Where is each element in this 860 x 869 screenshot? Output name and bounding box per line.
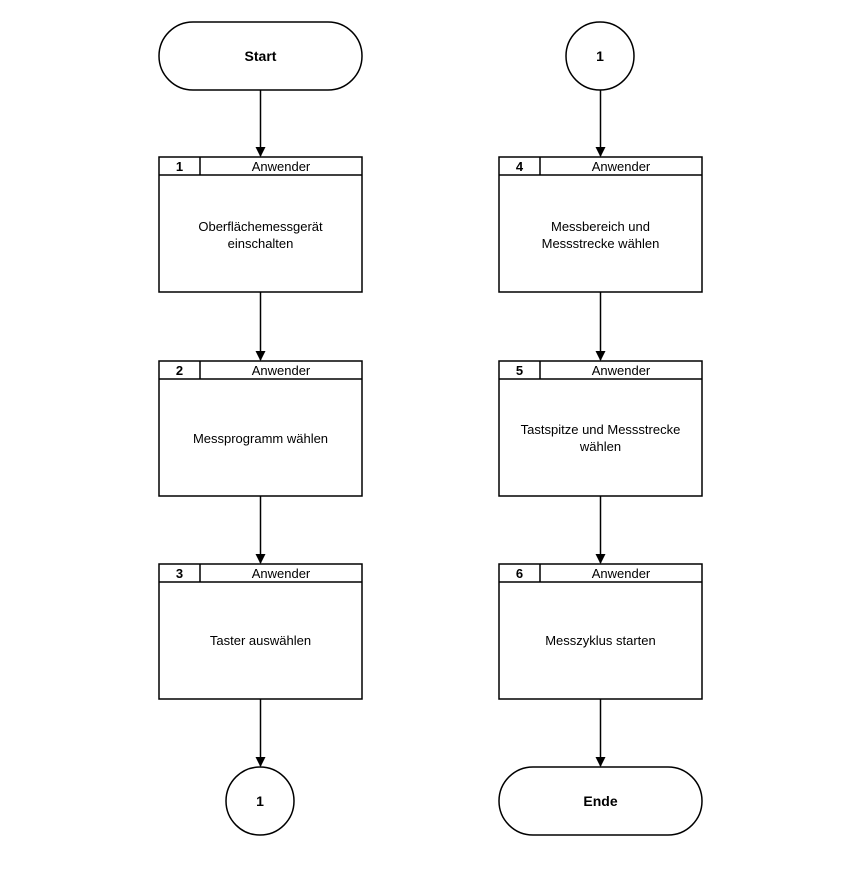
start-terminal: Start (158, 21, 363, 91)
step-box-2: 2 Anwender Messprogramm wählen (158, 360, 363, 497)
end-label: Ende (583, 793, 617, 809)
step-number: 4 (516, 159, 524, 174)
step-role: Anwender (252, 363, 311, 378)
step-role: Anwender (592, 363, 651, 378)
step-text-line: Messzyklus starten (545, 633, 656, 648)
step-box-3: 3 Anwender Taster auswählen (158, 563, 363, 700)
step-text-line: Taster auswählen (210, 633, 311, 648)
step-text-line: Messprogramm wählen (193, 431, 328, 446)
step-box-4: 4 Anwender Messbereich und Messstrecke w… (498, 156, 703, 293)
step-role: Anwender (592, 159, 651, 174)
step-number: 3 (176, 566, 183, 581)
step-text-line: Tastspitze und Messstrecke (521, 422, 681, 437)
step-text-line: Messstrecke wählen (542, 236, 660, 251)
step-box-1: 1 Anwender Oberflächemessgerät einschalt… (158, 156, 363, 293)
step-text-line: einschalten (228, 236, 294, 251)
step-role: Anwender (252, 159, 311, 174)
connector-out-label: 1 (256, 793, 264, 809)
step-role: Anwender (252, 566, 311, 581)
step-number: 2 (176, 363, 183, 378)
end-terminal: Ende (498, 766, 703, 836)
step-box-6: 6 Anwender Messzyklus starten (498, 563, 703, 700)
step-box-5: 5 Anwender Tastspitze und Messstrecke wä… (498, 360, 703, 497)
step-number: 5 (516, 363, 523, 378)
start-label: Start (245, 48, 277, 64)
step-role: Anwender (592, 566, 651, 581)
step-text-line: Messbereich und (551, 219, 650, 234)
connector-out: 1 (225, 766, 295, 836)
step-text-line: wählen (579, 439, 621, 454)
step-number: 6 (516, 566, 523, 581)
step-text-line: Oberflächemessgerät (198, 219, 323, 234)
connector-in-label: 1 (596, 48, 604, 64)
step-number: 1 (176, 159, 183, 174)
connector-in: 1 (565, 21, 635, 91)
